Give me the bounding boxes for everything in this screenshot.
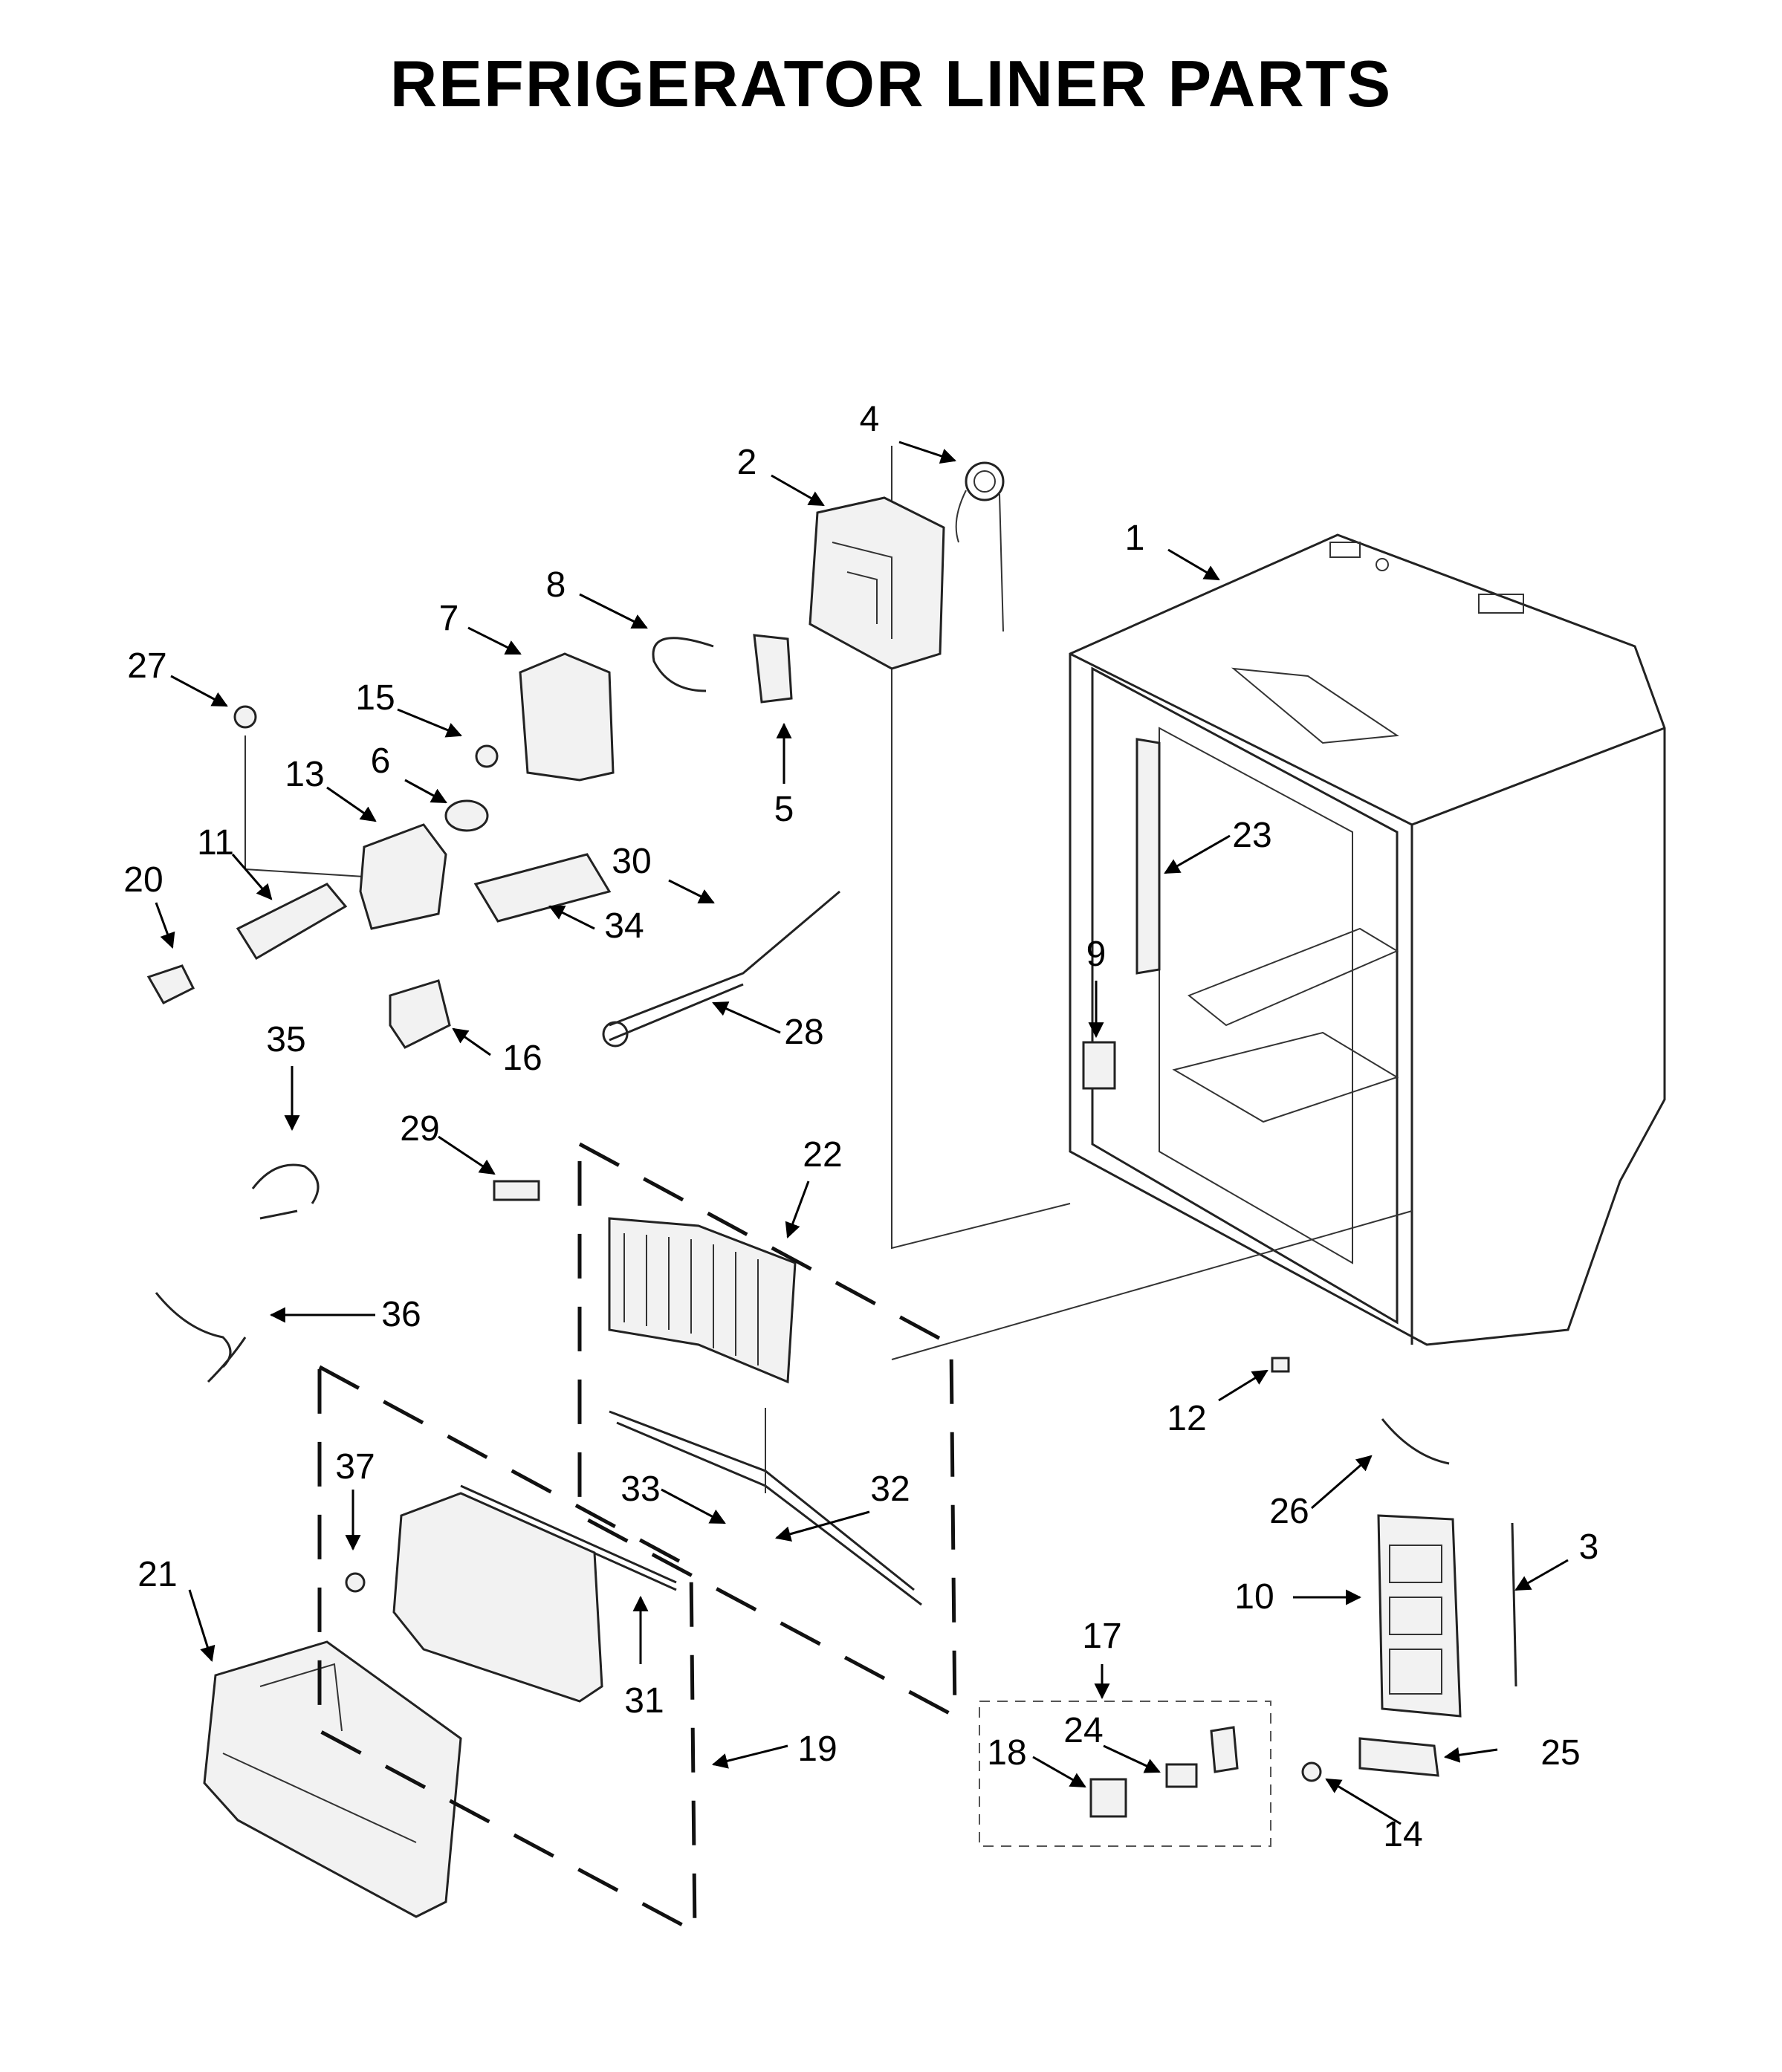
part-36-harness[interactable] bbox=[155, 1292, 247, 1383]
callout-5: 5 bbox=[774, 790, 794, 829]
part-24-seal bbox=[1165, 1763, 1198, 1788]
part-2-control-housing[interactable] bbox=[809, 496, 945, 670]
callout-1: 1 bbox=[1125, 519, 1145, 558]
part-23-light-strip[interactable] bbox=[1135, 738, 1161, 975]
callout-18: 18 bbox=[987, 1733, 1026, 1773]
part-3-strip[interactable] bbox=[1511, 1522, 1517, 1687]
callout-7: 7 bbox=[439, 599, 459, 638]
callout-19: 19 bbox=[797, 1730, 837, 1769]
callout-22: 22 bbox=[803, 1135, 842, 1175]
callout-23: 23 bbox=[1232, 816, 1271, 855]
part-10-light-housing[interactable] bbox=[1377, 1514, 1462, 1718]
callout-28: 28 bbox=[784, 1013, 823, 1052]
callout-37: 37 bbox=[335, 1447, 375, 1487]
callout-17: 17 bbox=[1082, 1617, 1121, 1656]
callout-11: 11 bbox=[197, 823, 234, 863]
callout-labels: 1 2 3 4 5 6 7 8 9 10 11 12 13 14 15 16 1… bbox=[123, 400, 1598, 1854]
callout-14: 14 bbox=[1383, 1815, 1422, 1854]
callout-24: 24 bbox=[1063, 1711, 1103, 1750]
part-9-vent[interactable] bbox=[1082, 1041, 1116, 1090]
callout-25: 25 bbox=[1540, 1733, 1580, 1773]
part-8-tube[interactable] bbox=[652, 637, 714, 692]
callout-4: 4 bbox=[860, 400, 880, 439]
callout-8: 8 bbox=[546, 565, 566, 605]
callout-10: 10 bbox=[1234, 1577, 1274, 1617]
part-4-sensor-coil[interactable] bbox=[955, 461, 1005, 632]
callout-6: 6 bbox=[371, 741, 391, 781]
callout-32: 32 bbox=[870, 1469, 910, 1509]
callout-31: 31 bbox=[624, 1681, 664, 1721]
callout-27: 27 bbox=[127, 646, 166, 686]
callout-36: 36 bbox=[381, 1295, 421, 1334]
part-11-filter[interactable] bbox=[236, 883, 348, 961]
part-28-heater[interactable] bbox=[602, 890, 840, 1048]
part-17-part bbox=[1210, 1726, 1239, 1773]
callout-3: 3 bbox=[1579, 1527, 1599, 1567]
part-18-pad bbox=[1089, 1778, 1127, 1818]
callout-30: 30 bbox=[612, 842, 651, 881]
part-20-cap[interactable] bbox=[146, 964, 195, 1004]
part-35-harness[interactable] bbox=[251, 1163, 320, 1220]
callout-2: 2 bbox=[737, 443, 757, 482]
callout-33: 33 bbox=[621, 1469, 660, 1509]
part-14-screw[interactable] bbox=[1301, 1761, 1322, 1782]
part-16-bracket[interactable] bbox=[389, 979, 451, 1049]
part-34-cover[interactable] bbox=[473, 853, 612, 923]
assembly-outline-19 bbox=[317, 1363, 697, 1935]
callout-34: 34 bbox=[604, 906, 644, 946]
callout-21: 21 bbox=[137, 1555, 177, 1594]
part-1-liner[interactable] bbox=[891, 446, 1666, 1360]
part-7-cover[interactable] bbox=[519, 652, 615, 782]
callout-leaders bbox=[155, 441, 1569, 1825]
callout-16: 16 bbox=[502, 1039, 542, 1078]
part-15-screw[interactable] bbox=[475, 744, 499, 768]
part-12-clip[interactable] bbox=[1271, 1357, 1290, 1373]
callout-26: 26 bbox=[1269, 1492, 1309, 1531]
part-29-thermistor[interactable] bbox=[493, 1180, 540, 1201]
callout-35: 35 bbox=[266, 1020, 305, 1059]
part-6-fitting[interactable] bbox=[444, 799, 489, 832]
part-17-kit-box[interactable] bbox=[979, 1701, 1271, 1847]
diagram-title: REFRIGERATOR LINER PARTS bbox=[389, 47, 1393, 120]
part-22-evaporator[interactable] bbox=[608, 1217, 797, 1384]
part-25-bracket[interactable] bbox=[1358, 1737, 1439, 1777]
callout-29: 29 bbox=[400, 1109, 439, 1149]
callout-9: 9 bbox=[1086, 935, 1107, 974]
callout-12: 12 bbox=[1167, 1399, 1206, 1438]
callout-15: 15 bbox=[355, 678, 395, 718]
part-19-cover[interactable] bbox=[392, 1492, 603, 1703]
part-37-screw[interactable] bbox=[345, 1572, 366, 1593]
callout-20: 20 bbox=[123, 860, 163, 900]
callout-13: 13 bbox=[285, 755, 324, 794]
part-13-filter-housing[interactable] bbox=[359, 823, 447, 930]
part-26-wire[interactable] bbox=[1381, 1418, 1450, 1465]
part-5-valve[interactable] bbox=[753, 634, 793, 704]
part-21-air-tower[interactable] bbox=[203, 1640, 462, 1918]
assembly-outline-22 bbox=[577, 1140, 957, 1720]
part-32-defrost-heater[interactable] bbox=[609, 1408, 922, 1606]
